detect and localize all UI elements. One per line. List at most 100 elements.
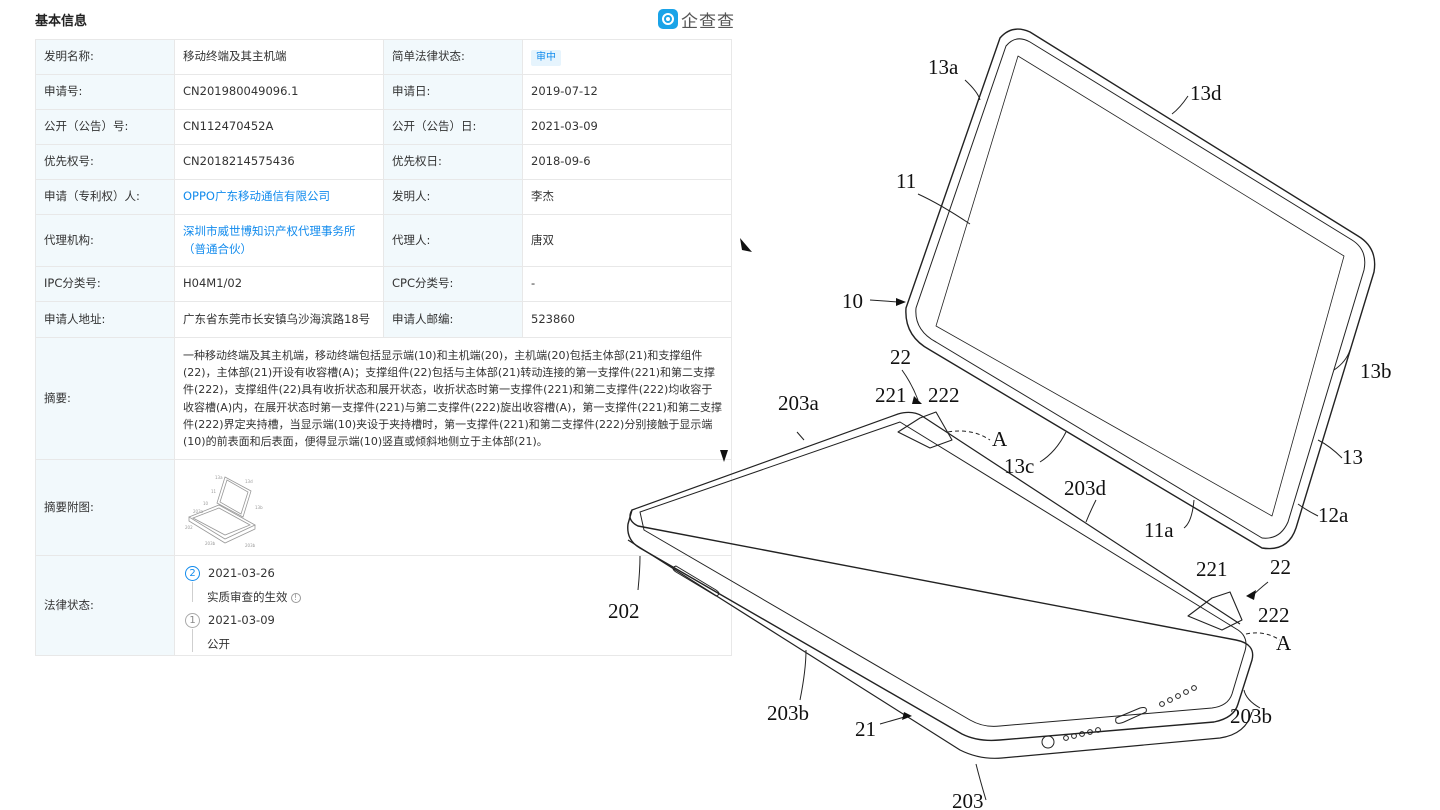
legal-status-badge: 审中 xyxy=(531,50,561,66)
display-outer-frame xyxy=(905,28,1376,550)
svg-text:203b: 203b xyxy=(245,543,256,548)
address-value: 广东省东莞市长安镇乌沙海滨路18号 xyxy=(174,301,384,338)
legal-status-history-label: 法律状态: xyxy=(35,555,175,656)
abstract-figure-thumbnail[interactable]: 13a 13d 11 10 13b 203a 202 203b 203b xyxy=(185,469,267,551)
ipc-label: IPC分类号: xyxy=(35,266,175,302)
brand-logo[interactable]: 企查查 xyxy=(658,8,735,32)
table-row: 申请号: CN201980049096.1 申请日: 2019-07-12 xyxy=(35,74,732,110)
agency-label: 代理机构: xyxy=(35,214,175,267)
display-inner-frame xyxy=(915,38,1366,539)
figure-label: 摘要附图: xyxy=(35,459,175,556)
label-a-upper: A xyxy=(992,427,1008,451)
svg-text:11: 11 xyxy=(211,489,217,494)
table-row: 申请（专利权）人: OPPO广东移动通信有限公司 发明人: 李杰 xyxy=(35,179,732,215)
label-203b-left: 203b xyxy=(767,701,809,725)
svg-text:202: 202 xyxy=(185,525,193,530)
svg-text:203b: 203b xyxy=(205,541,216,546)
svg-text:13a: 13a xyxy=(215,475,223,480)
arrow-heads xyxy=(720,238,1256,720)
table-row: 法律状态: 2 2021-03-26 实质审查的生效 ! 1 2021-03-0… xyxy=(35,555,732,656)
support-assembly-lower xyxy=(1187,591,1243,631)
svg-text:13d: 13d xyxy=(245,479,253,484)
label-12a: 12a xyxy=(1318,503,1349,527)
label-221-lower: 221 xyxy=(1196,557,1228,581)
agency-link[interactable]: 深圳市威世博知识产权代理事务所（普通合伙） xyxy=(183,223,356,256)
svg-text:10: 10 xyxy=(203,501,209,506)
timeline-desc: 实质审查的生效 ! xyxy=(207,589,301,607)
priority-no-label: 优先权号: xyxy=(35,144,175,180)
table-row: 摘要: 一种移动终端及其主机端，移动终端包括显示端(10)和主机端(20)，主机… xyxy=(35,337,732,460)
table-row: 发明名称: 移动终端及其主机端 简单法律状态: 审中 xyxy=(35,39,732,75)
svg-text:13b: 13b xyxy=(255,505,263,510)
cpc-value: - xyxy=(522,266,732,302)
invention-name-label: 发明名称: xyxy=(35,39,175,75)
app-date-value: 2019-07-12 xyxy=(522,74,732,110)
agent-label: 代理人: xyxy=(383,214,523,267)
label-11a: 11a xyxy=(1144,518,1174,542)
label-21: 21 xyxy=(855,717,876,741)
app-no-label: 申请号: xyxy=(35,74,175,110)
section-title: 基本信息 xyxy=(35,14,88,29)
table-row: 代理机构: 深圳市威世博知识产权代理事务所（普通合伙） 代理人: 唐双 xyxy=(35,214,732,267)
label-222-lower: 222 xyxy=(1258,603,1290,627)
legal-timeline: 2 2021-03-26 实质审查的生效 ! 1 2021-03-09 公开 xyxy=(183,556,723,652)
label-203: 203 xyxy=(952,789,984,810)
applicant-link[interactable]: OPPO广东移动通信有限公司 xyxy=(183,189,330,204)
timeline-item: 2 2021-03-26 xyxy=(185,565,275,583)
table-row: 申请人地址: 广东省东莞市长安镇乌沙海滨路18号 申请人邮编: 523860 xyxy=(35,301,732,338)
label-13c: 13c xyxy=(1004,454,1034,478)
label-13d: 13d xyxy=(1190,81,1222,105)
timeline-desc-text: 实质审查的生效 xyxy=(207,590,288,604)
abstract-label: 摘要: xyxy=(35,337,175,460)
timeline-desc-text: 公开 xyxy=(207,637,230,651)
timeline-date: 2021-03-26 xyxy=(208,566,275,580)
display-screen xyxy=(935,55,1345,517)
label-22-upper: 22 xyxy=(890,345,911,369)
ipc-value: H04M1/02 xyxy=(174,266,384,302)
table-row: IPC分类号: H04M1/02 CPC分类号: - xyxy=(35,266,732,302)
patent-info-panel: 基本信息 企查查 发明名称: 移动终端及其主机端 简单法律状态: 审中 申请号:… xyxy=(35,8,735,656)
postcode-value: 523860 xyxy=(522,301,732,338)
label-10: 10 xyxy=(842,289,863,313)
pub-date-value: 2021-03-09 xyxy=(522,109,732,145)
support-assembly-upper xyxy=(897,411,953,449)
label-13: 13 xyxy=(1342,445,1363,469)
qcc-logo-icon xyxy=(658,9,678,29)
patent-info-table: 发明名称: 移动终端及其主机端 简单法律状态: 审中 申请号: CN201980… xyxy=(35,39,732,656)
leader-lines xyxy=(637,79,1351,801)
priority-no-value: CN2018214575436 xyxy=(174,144,384,180)
postcode-label: 申请人邮编: xyxy=(383,301,523,338)
bottom-ports xyxy=(1041,685,1197,749)
inventor-label: 发明人: xyxy=(383,179,523,215)
info-icon[interactable]: ! xyxy=(290,593,301,603)
timeline-connector xyxy=(192,582,193,602)
timeline-desc: 公开 xyxy=(207,636,230,654)
applicant-label: 申请（专利权）人: xyxy=(35,179,175,215)
label-203b-right: 203b xyxy=(1230,704,1272,728)
priority-date-value: 2018-09-6 xyxy=(522,144,732,180)
label-a-lower: A xyxy=(1276,631,1292,655)
app-no-value: CN201980049096.1 xyxy=(174,74,384,110)
timeline-date: 2021-03-09 xyxy=(208,613,275,627)
invention-name-value: 移动终端及其主机端 xyxy=(174,39,384,75)
svg-text:203a: 203a xyxy=(193,509,204,514)
priority-date-label: 优先权日: xyxy=(383,144,523,180)
label-221-upper: 221 xyxy=(875,383,907,407)
inventor-value: 李杰 xyxy=(522,179,732,215)
label-11: 11 xyxy=(896,169,916,193)
timeline-index-badge: 1 xyxy=(185,613,200,629)
pub-date-label: 公开（公告）日: xyxy=(383,109,523,145)
table-row: 优先权号: CN2018214575436 优先权日: 2018-09-6 xyxy=(35,144,732,180)
agent-value: 唐双 xyxy=(522,214,732,267)
abstract-text: 一种移动终端及其主机端，移动终端包括显示端(10)和主机端(20)，主机端(20… xyxy=(174,337,732,460)
table-row: 公开（公告）号: CN112470452A 公开（公告）日: 2021-03-0… xyxy=(35,109,732,145)
timeline-connector xyxy=(192,629,193,652)
legal-status-label: 简单法律状态: xyxy=(383,39,523,75)
table-row: 摘要附图: 13a 13d 11 10 13b 203a 202 203b 203b xyxy=(35,459,732,556)
brand-text: 企查查 xyxy=(681,11,735,32)
label-22-lower: 22 xyxy=(1270,555,1291,579)
label-13b: 13b xyxy=(1360,359,1392,383)
timeline-index-badge: 2 xyxy=(185,566,200,582)
label-222-upper: 222 xyxy=(928,383,960,407)
timeline-item: 1 2021-03-09 xyxy=(185,612,275,630)
